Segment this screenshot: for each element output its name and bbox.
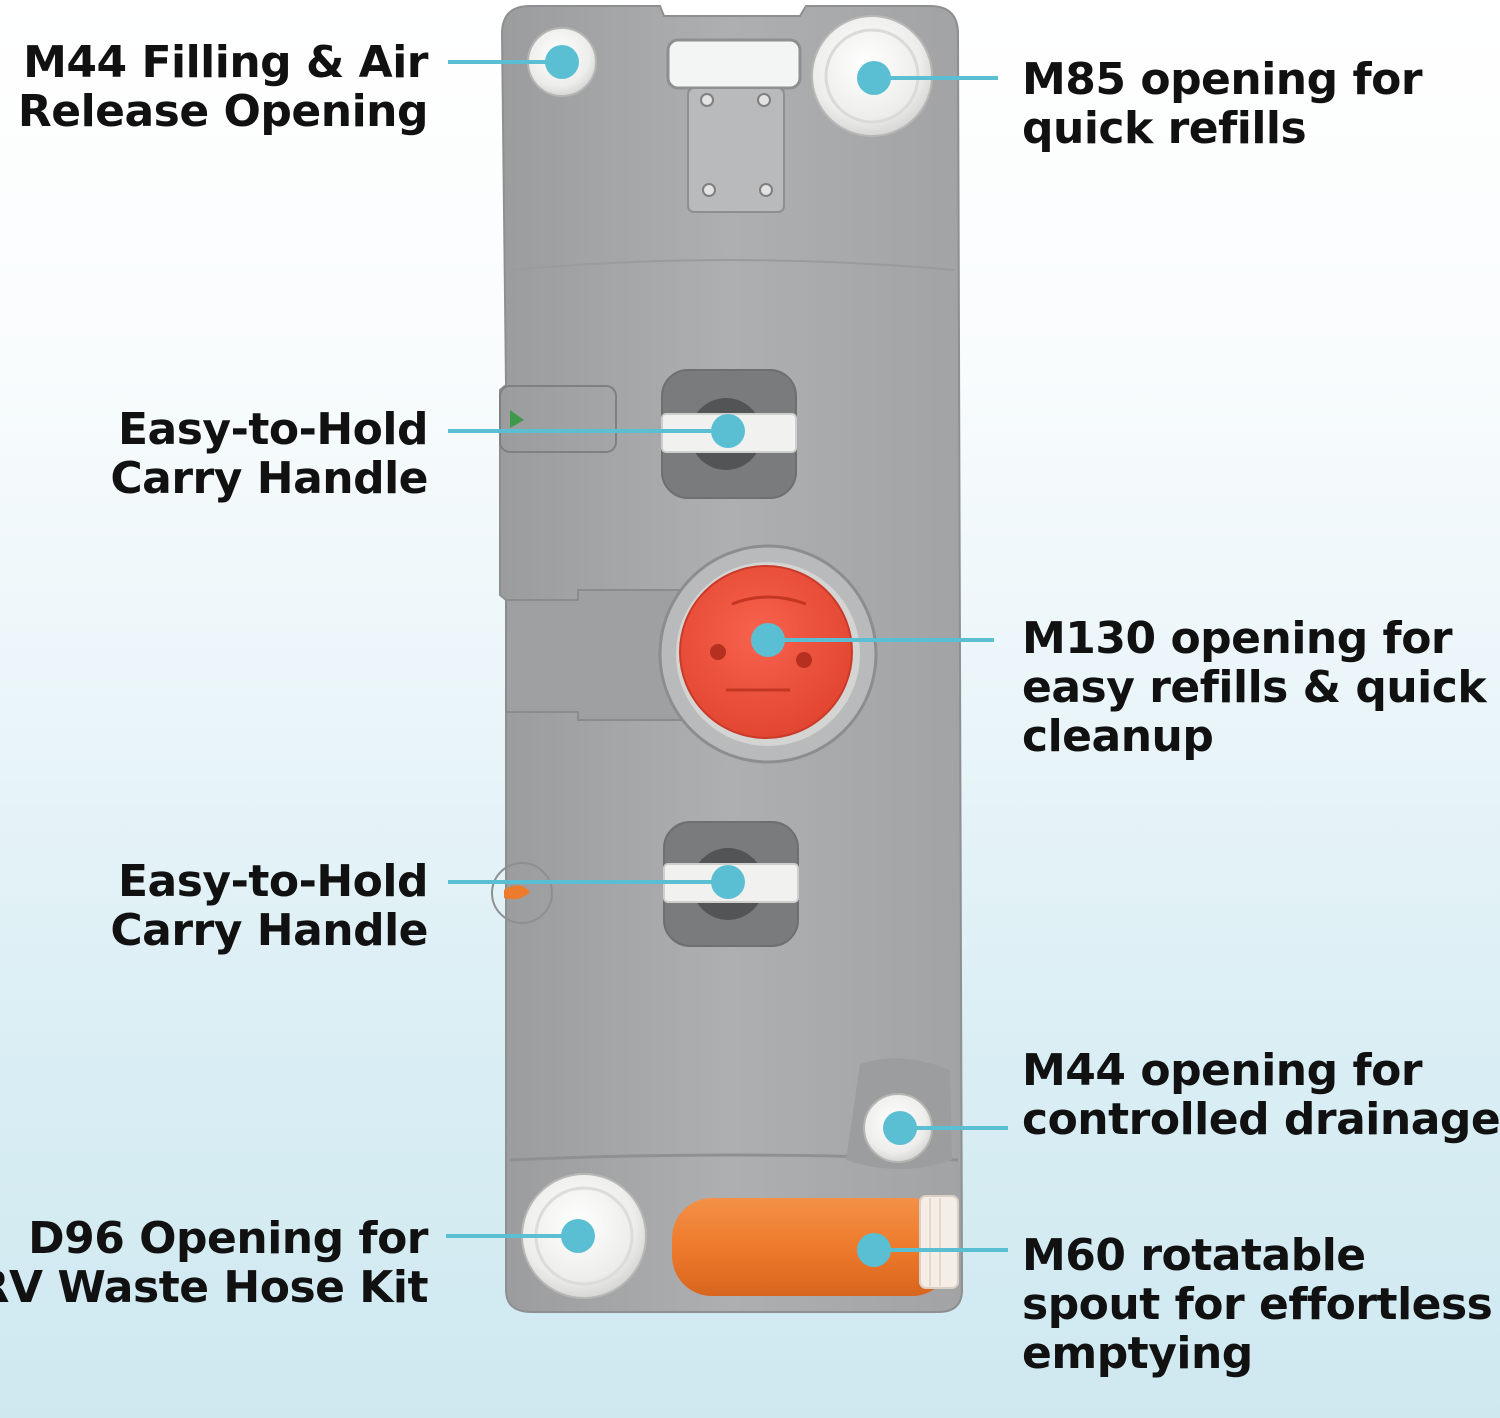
callout-dot-m44-fill [545,45,579,79]
label-line: M44 Filling & Air [23,37,428,88]
callout-dot-handle-lower [711,865,745,899]
callout-dot-handle-upper [711,414,745,448]
callout-dots [545,45,917,1267]
label-line: Release Opening [17,86,429,137]
label-d96-opening: D96 Opening for RV Waste Hose Kit [0,1213,429,1313]
label-carry-handle-upper: Easy-to-Hold Carry Handle [110,405,428,503]
label-line: M44 opening for [1022,1045,1423,1096]
label-line: Carry Handle [110,905,428,956]
label-m60-spout: M60 rotatable spout for effortless empty… [1022,1230,1493,1379]
label-line: easy refills & quick [1022,662,1487,713]
label-m85-opening: M85 opening for quick refills [1022,54,1423,154]
label-line: Carry Handle [110,453,428,504]
label-line: RV Waste Hose Kit [0,1262,429,1313]
label-line: Easy-to-Hold [117,404,429,455]
callout-dot-m85 [857,61,891,95]
label-line: cleanup [1022,711,1214,762]
callout-lines [446,60,1008,1252]
label-m130-opening: M130 opening for easy refills & quick cl… [1022,613,1487,762]
m60-spout-icon [672,1195,959,1296]
label-line: M60 rotatable [1022,1230,1366,1281]
callout-dot-m130 [751,623,785,657]
callout-dot-m44-drain [883,1111,917,1145]
label-m44-drainage: M44 opening for controlled drainage [1022,1046,1500,1144]
callout-dot-d96 [561,1219,595,1253]
label-line: M85 opening for [1022,54,1423,105]
callout-dot-m60 [857,1233,891,1267]
label-line: D96 Opening for [28,1213,428,1264]
label-line: quick refills [1022,103,1307,154]
label-line: M130 opening for [1022,613,1453,664]
label-line: spout for effortless [1022,1279,1493,1330]
label-line: controlled drainage [1022,1094,1500,1145]
label-m44-filling-air-release: M44 Filling & Air Release Opening [17,37,429,137]
label-line: Easy-to-Hold [117,856,429,907]
label-line: emptying [1022,1328,1253,1379]
label-carry-handle-lower: Easy-to-Hold Carry Handle [110,857,428,955]
